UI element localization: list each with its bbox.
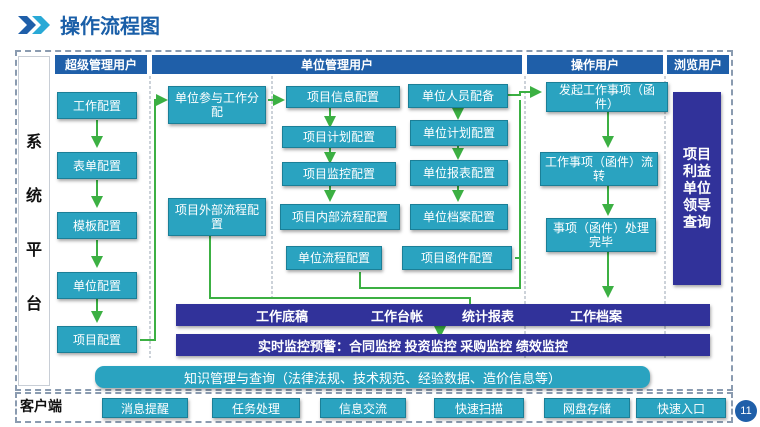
system-char: 统 <box>25 188 42 205</box>
bar-item-archive[interactable]: 工作档案 <box>570 308 623 324</box>
client-task-handling[interactable]: 任务处理 <box>212 398 300 418</box>
system-char: 系 <box>25 134 42 151</box>
system-char: 平 <box>25 242 42 259</box>
external-flow-box[interactable]: 项目外部流程配置 <box>168 198 266 236</box>
step-unit-config[interactable]: 单位配置 <box>57 272 137 299</box>
client-cloud-storage[interactable]: 网盘存储 <box>544 398 630 418</box>
start-work-item[interactable]: 发起工作事项（函件） <box>546 82 668 112</box>
client-message-alert[interactable]: 消息提醒 <box>102 398 188 418</box>
project-monitor-config[interactable]: 项目监控配置 <box>282 162 396 186</box>
project-letter-config[interactable]: 项目函件配置 <box>402 246 512 270</box>
records-bar: 工作底稿 工作台帐 统计报表 工作档案 <box>176 304 710 326</box>
header-operator: 操作用户 <box>527 55 663 74</box>
knowledge-bar[interactable]: 知识管理与查询（法律法规、技术规范、经验数据、造价信息等） <box>95 366 650 388</box>
page-title: 操作流程图 <box>60 16 160 38</box>
client-quick-entry[interactable]: 快速入口 <box>636 398 726 418</box>
project-internal-flow-config[interactable]: 项目内部流程配置 <box>280 204 400 230</box>
chevron-double-icon <box>18 16 50 34</box>
step-form-config[interactable]: 表单配置 <box>57 152 137 179</box>
bar-item-ledger[interactable]: 工作台帐 <box>371 308 424 324</box>
project-info-config[interactable]: 项目信息配置 <box>286 86 400 108</box>
bar-item-draft[interactable]: 工作底稿 <box>256 308 309 324</box>
bar-item-report[interactable]: 统计报表 <box>462 308 515 324</box>
header-unit-admin: 单位管理用户 <box>152 55 522 74</box>
browse-query-box[interactable]: 项目利益单位领导查询 <box>673 92 721 285</box>
step-project-config[interactable]: 项目配置 <box>57 326 137 353</box>
step-template-config[interactable]: 模板配置 <box>57 212 137 239</box>
unit-plan-config[interactable]: 单位计划配置 <box>410 120 508 146</box>
client-quick-scan[interactable]: 快速扫描 <box>434 398 524 418</box>
unit-report-config[interactable]: 单位报表配置 <box>410 160 508 186</box>
work-item-circulation[interactable]: 工作事项（函件）流转 <box>540 152 658 186</box>
header-browse: 浏览用户 <box>667 55 729 74</box>
client-label: 客户端 <box>20 398 62 414</box>
system-platform-label: 系 统 平 台 <box>18 56 50 386</box>
monitor-bar[interactable]: 实时监控预警：合同监控 投资监控 采购监控 绩效监控 <box>176 334 710 356</box>
main-frame <box>15 50 733 391</box>
unit-archive-config[interactable]: 单位档案配置 <box>410 204 508 230</box>
client-info-exchange[interactable]: 信息交流 <box>320 398 406 418</box>
unit-flow-config[interactable]: 单位流程配置 <box>286 246 382 270</box>
header-super-admin: 超级管理用户 <box>55 55 147 74</box>
system-char: 台 <box>25 296 42 313</box>
unit-staff-config[interactable]: 单位人员配备 <box>408 84 508 108</box>
client-frame <box>15 392 733 423</box>
unit-participate-box[interactable]: 单位参与工作分配 <box>168 86 266 124</box>
step-work-config[interactable]: 工作配置 <box>57 92 137 119</box>
project-plan-config[interactable]: 项目计划配置 <box>282 126 396 148</box>
page-number: 11 <box>735 400 757 422</box>
item-completed[interactable]: 事项（函件）处理完毕 <box>546 218 656 252</box>
